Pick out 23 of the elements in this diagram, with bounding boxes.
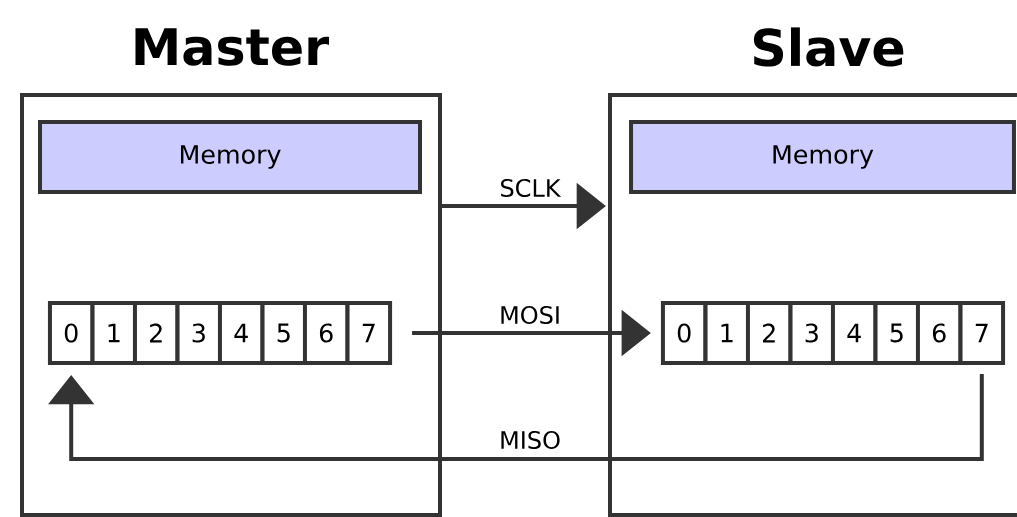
register-cell: 2 [132,301,180,365]
register-cell: 4 [830,301,878,365]
register-cell: 6 [915,301,963,365]
register-cell: 5 [260,301,308,365]
edge-label: MISO [497,429,563,451]
register-cell: 1 [90,301,138,365]
edge-label: MOSI [497,304,563,326]
memory-box: Memory [629,120,1016,194]
edge-label: SCLK [498,177,562,199]
register-cell: 1 [703,301,751,365]
register-cell: 7 [345,301,393,365]
register-cell: 2 [745,301,793,365]
node-label: Master [135,28,330,66]
register-cell: 0 [47,301,95,365]
register-cell: 4 [217,301,265,365]
arrow [48,374,984,461]
register-cell: 6 [302,301,350,365]
register-cell: 5 [873,301,921,365]
register-cell: 0 [660,301,708,365]
register-cell: 3 [788,301,836,365]
register-cell: 3 [175,301,223,365]
register-cell: 7 [958,301,1006,365]
memory-box: Memory [38,120,422,194]
